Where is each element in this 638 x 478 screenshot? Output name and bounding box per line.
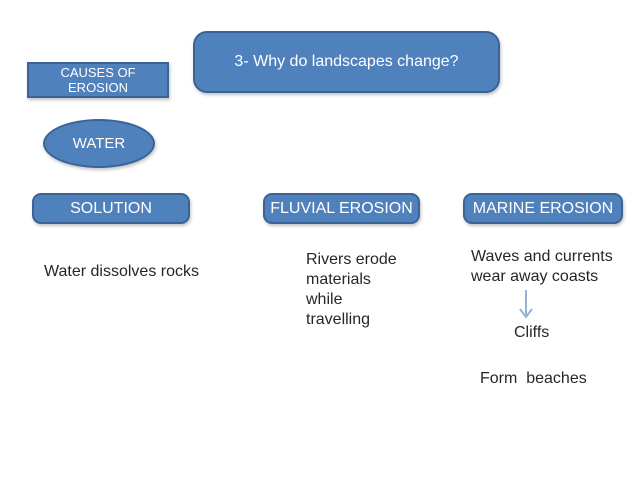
title-text: 3- Why do landscapes change? (234, 53, 459, 70)
fluvial-erosion-box: FLUVIAL EROSION (263, 193, 420, 224)
water-ellipse: WATER (43, 119, 155, 168)
causes-of-erosion-box: CAUSES OF EROSION (27, 62, 169, 98)
down-arrow-icon (519, 290, 533, 319)
marine-erosion-label: MARINE EROSION (472, 199, 614, 217)
solution-label: SOLUTION (70, 199, 152, 217)
fluvial-erosion-label: FLUVIAL EROSION (270, 199, 413, 217)
title-box: 3- Why do landscapes change? (193, 31, 500, 93)
solution-description-text: Water dissolves rocks (44, 263, 199, 280)
fluvial-description-text: Rivers erode materials while travelling (306, 251, 397, 328)
marine-description-text: Waves and currents wear away coasts (471, 248, 613, 285)
cliffs-text: Cliffs (514, 324, 550, 341)
solution-box: SOLUTION (32, 193, 190, 224)
water-label: WATER (72, 135, 126, 152)
form-beaches-text: Form beaches (480, 370, 587, 387)
causes-of-erosion-label: CAUSES OF EROSION (60, 65, 136, 95)
marine-erosion-box: MARINE EROSION (463, 193, 623, 224)
